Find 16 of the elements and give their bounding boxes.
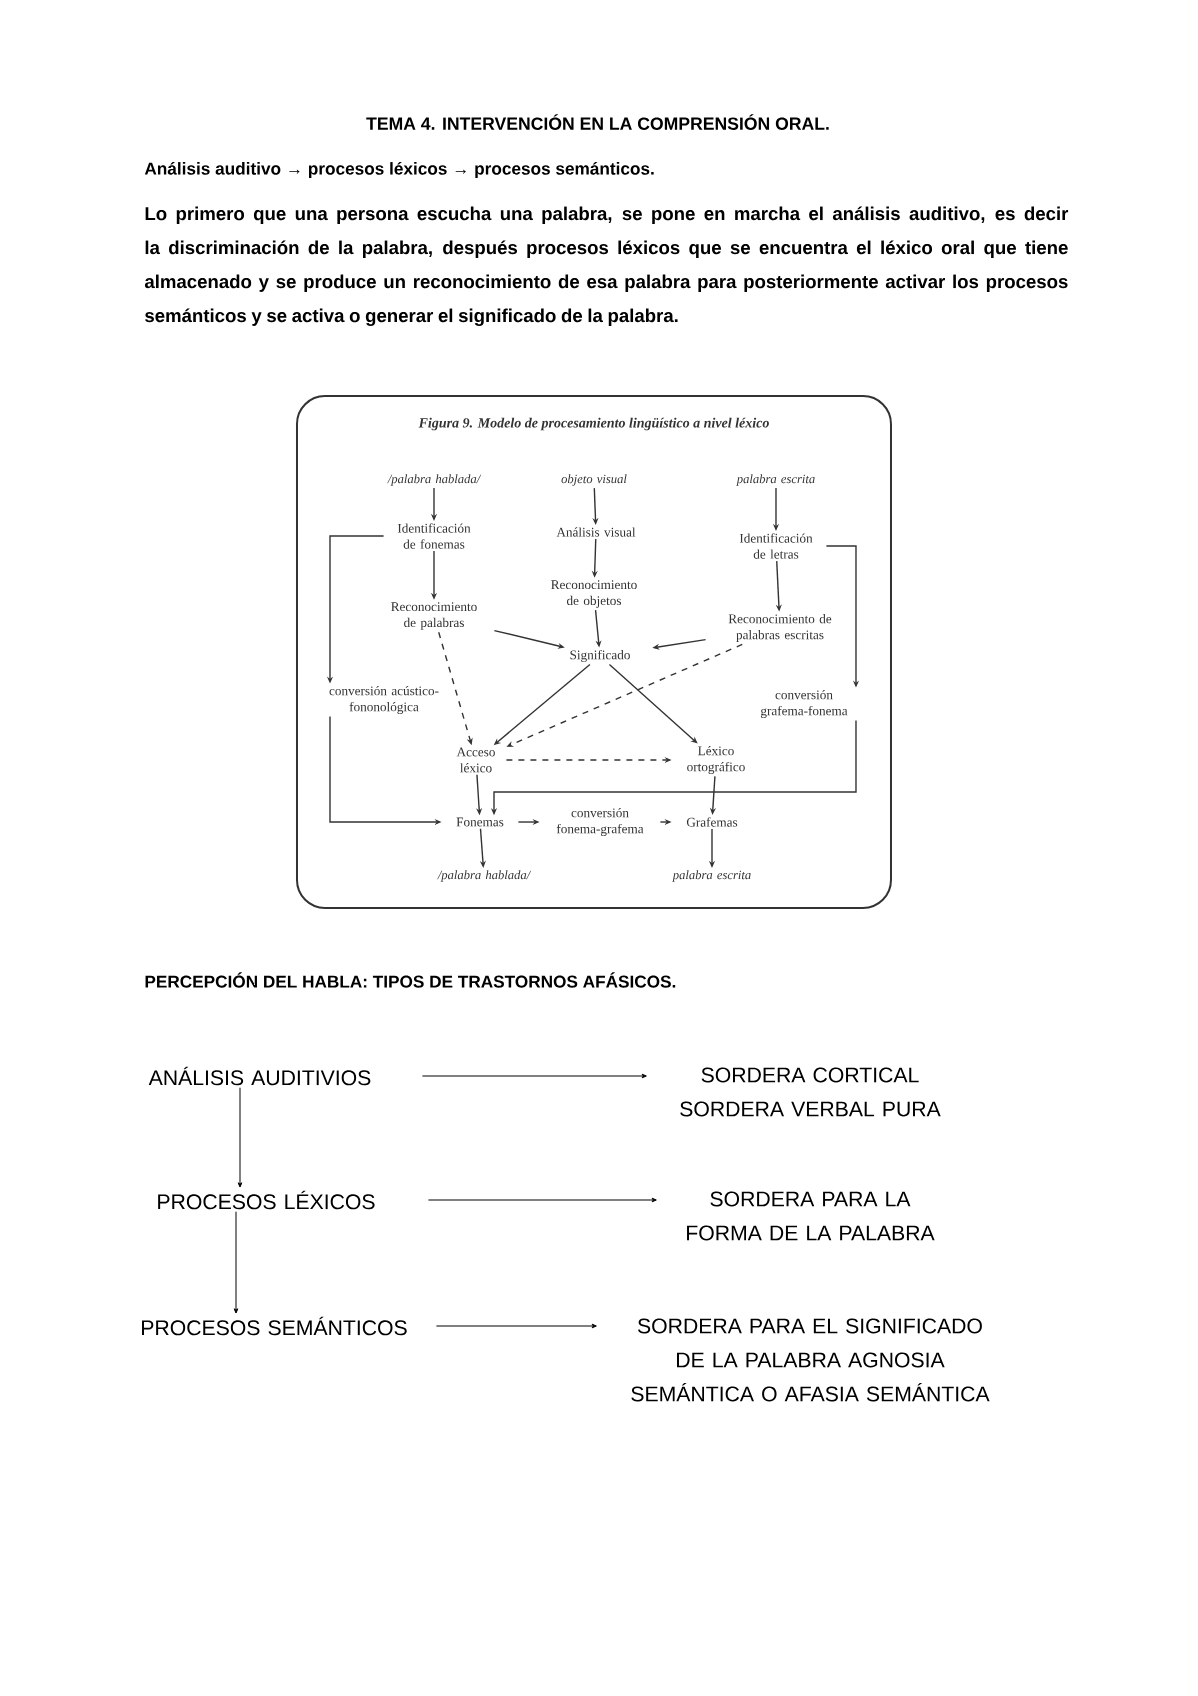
section-heading: PERCEPCIÓN DEL HABLA: TIPOS DE TRASTORNOS AFÁSICOS. [145,972,676,988]
arrow [608,663,698,744]
process-label: SORDERA PARA LA FORMA DE LA PALABRA [687,1191,935,1241]
process-label: ANÁLISIS AUDITIVIOS [148,1066,371,1086]
paragraph: Lo primero que una persona escucha una palabra, se pone en marcha el análisis auditivo, es decir la discriminación de la palabra, después procesos léxicos que se encuentra el léxico oral que tiene almacenado y se produce un reconocimiento de esa palabra para posteriormente activar los procesos semánticos y se activa o generar el significado de la palabra. [144,206,1069,326]
arrow [427,1197,657,1203]
process-label: SORDERA PARA EL SIGNIFICADO DE LA PALABRA AGNOSIA SEMÁNTICA O AFASIA SEMÁNTICA [631,1318,990,1402]
process-label: PROCESOS SEMÁNTICOS [142,1316,407,1336]
arrow [421,1073,647,1079]
process-label: SORDERA CORTICAL SORDERA VERBAL PURA [680,1067,941,1117]
heading: TEMA 4. INTERVENCIÓN EN LA COMPRENSIÓN ORAL. [366,114,829,130]
arrow [233,1211,239,1314]
process-label: PROCESOS LÉXICOS [158,1190,375,1210]
subheading: Análisis auditivo → procesos léxicos → procesos semánticos. [144,161,654,179]
arrow [237,1087,243,1188]
arrow [435,1323,597,1329]
